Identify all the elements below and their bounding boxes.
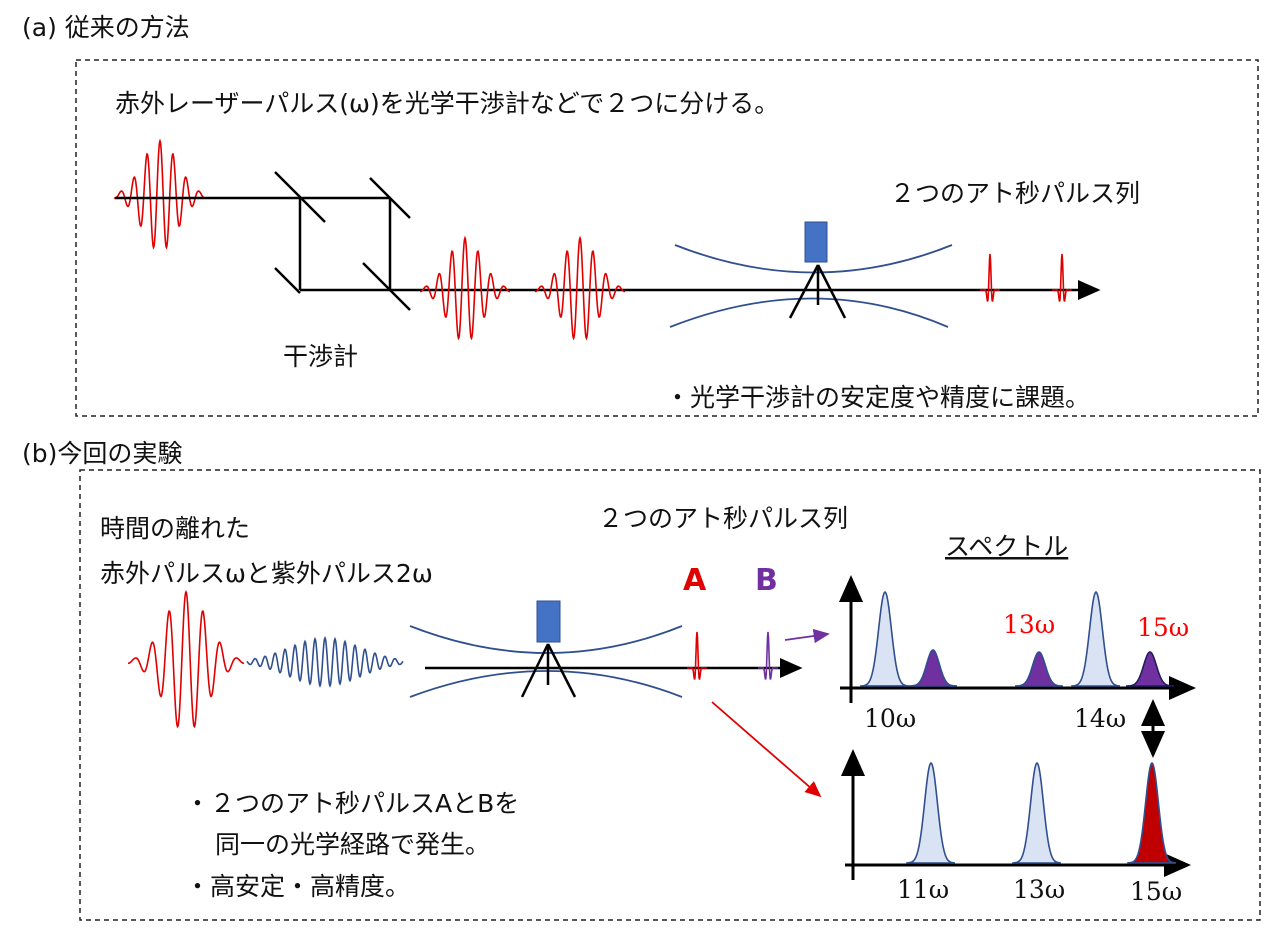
ir-pulse-wave — [113, 138, 207, 250]
label-11w: 11ω — [897, 875, 949, 904]
section-a-box — [75, 59, 1259, 417]
uv-pulse-wave — [246, 635, 404, 688]
ir-pulse — [113, 138, 207, 250]
peak-13w — [1012, 761, 1062, 864]
interferometer-label: 干渉計 — [283, 342, 358, 371]
peak-15w — [1127, 761, 1177, 864]
top-spectrum — [839, 575, 1196, 703]
peak-11w — [906, 761, 956, 864]
section-a-description: 赤外レーザーパルス(ω)を光学干渉計などで２つに分ける。 — [115, 89, 779, 118]
pulse-a-label: A — [683, 563, 707, 598]
label-10w: 10ω — [864, 704, 916, 733]
label-13w-red: 13ω — [1003, 610, 1055, 639]
attosecond-pulses — [980, 253, 1072, 302]
bottom-spectrum — [841, 749, 1191, 880]
interferometer — [115, 171, 1101, 311]
ir-pulse-wave — [127, 589, 245, 729]
ir-pulse-copy-1 — [420, 235, 510, 341]
arrow-to-bottom-spectrum — [711, 701, 822, 798]
attosecond-pulse-1 — [980, 253, 1000, 302]
pulse-train-label-a: ２つのアト秒パルス列 — [890, 179, 1140, 208]
label-15w-red: 15ω — [1137, 613, 1189, 642]
peak-15w — [1126, 651, 1174, 687]
section-a-label: (a) 従来の方法 — [22, 13, 190, 42]
attosecond-pulse-b — [758, 631, 778, 680]
section-b-box — [79, 469, 1261, 921]
gas-nozzle-icon — [520, 643, 577, 698]
bullet2: ・高安定・高精度。 — [185, 872, 410, 901]
pulse-train-label-b: ２つのアト秒パルス列 — [598, 504, 848, 533]
label-13w: 13ω — [1013, 875, 1065, 904]
description-line2: 赤外パルスωと紫外パルス2ω — [100, 559, 433, 588]
arrow-to-top-spectrum — [784, 628, 830, 644]
peak-11w — [908, 649, 958, 687]
pulse-b-label: B — [755, 563, 778, 598]
peak-10w — [860, 590, 910, 687]
peak-13w — [1015, 651, 1063, 687]
split-ir-pulses — [420, 235, 625, 341]
ir-uv-pulses — [127, 589, 404, 729]
attosecond-pulses-ab — [687, 631, 778, 680]
bullet1-line1: ・２つのアト秒パルスAとBを — [185, 789, 519, 818]
description-line1: 時間の離れた — [100, 514, 250, 543]
attosecond-pulse-a — [687, 631, 707, 680]
section-a-note: ・光学干渉計の安定度や精度に課題。 — [665, 383, 1090, 412]
peak-14w — [1071, 590, 1121, 687]
label-14w: 14ω — [1074, 704, 1126, 733]
section-b-label: (b)今回の実験 — [22, 439, 182, 468]
label-15w: 15ω — [1130, 877, 1182, 906]
attosecond-pulse-2 — [1052, 253, 1072, 302]
gas-target-icon — [804, 221, 828, 263]
ir-pulse-copy-2 — [535, 235, 625, 341]
gas-nozzle-icon — [788, 264, 847, 319]
gas-target-icon — [536, 600, 561, 643]
bullet1-line2: 同一の光学経路で発生。 — [215, 830, 490, 859]
spectrum-title: スペクトル — [945, 532, 1068, 561]
